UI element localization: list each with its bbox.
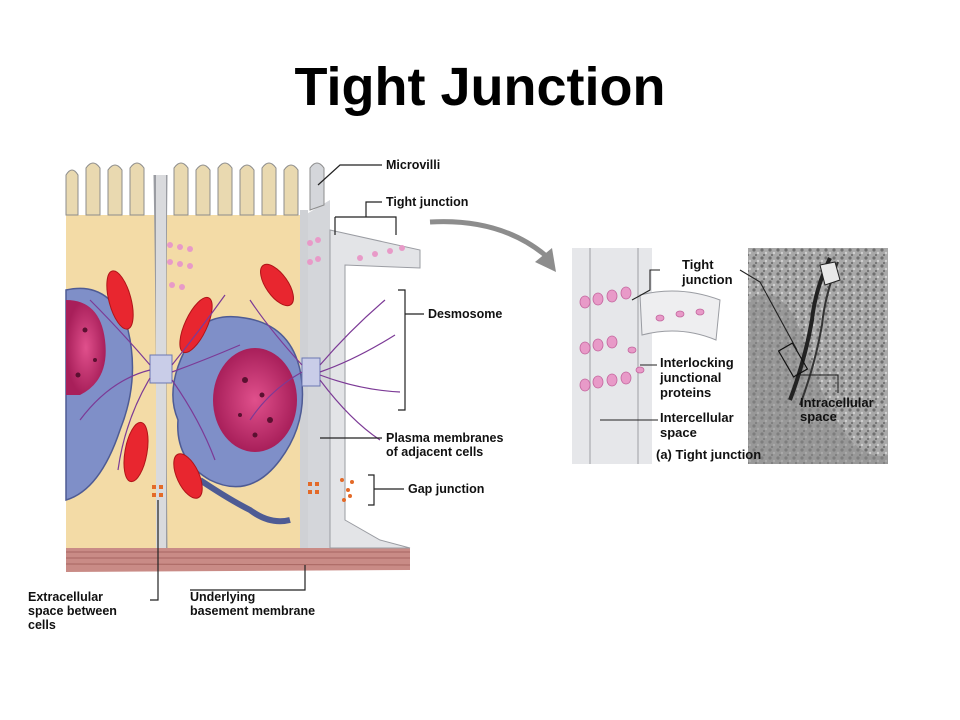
detail-leader-lines <box>600 269 839 421</box>
label-basement-membrane: Underlying basement membrane <box>190 590 316 618</box>
label-desmosome: Desmosome <box>428 307 503 321</box>
label-microvilli: Microvilli <box>386 158 441 172</box>
mitochondria <box>106 263 294 499</box>
tight-junction-dots <box>167 237 405 290</box>
label-gap-junction: Gap junction <box>408 482 485 496</box>
intermediate-filaments <box>79 294 401 471</box>
arrow-head <box>535 248 556 272</box>
detail-illustration <box>572 248 888 464</box>
label-detail-tight-junction: Tight junction <box>682 257 733 287</box>
detail-caption: (a) Tight junction <box>656 447 762 462</box>
gap-junction-dots <box>152 478 354 502</box>
slide-title: Tight Junction <box>294 57 666 117</box>
epithelium-illustration <box>65 162 421 572</box>
label-intracellular-space: Intracellular space <box>800 395 874 424</box>
leader-lines <box>150 164 424 601</box>
microvilli <box>65 162 325 216</box>
label-intercellular-space: Intercellular space <box>660 410 734 440</box>
label-interlocking-proteins: Interlocking junctional proteins <box>660 355 734 400</box>
label-extracellular-space: Extracellular space between cells <box>28 590 117 632</box>
basement-membrane <box>66 548 410 572</box>
label-tight-junction: Tight junction <box>386 195 469 209</box>
label-plasma-membranes: Plasma membranes of adjacent cells <box>386 431 504 459</box>
nucleus-left <box>65 287 134 502</box>
arrow-to-detail <box>429 219 547 257</box>
detail-junction-proteins <box>579 286 705 392</box>
